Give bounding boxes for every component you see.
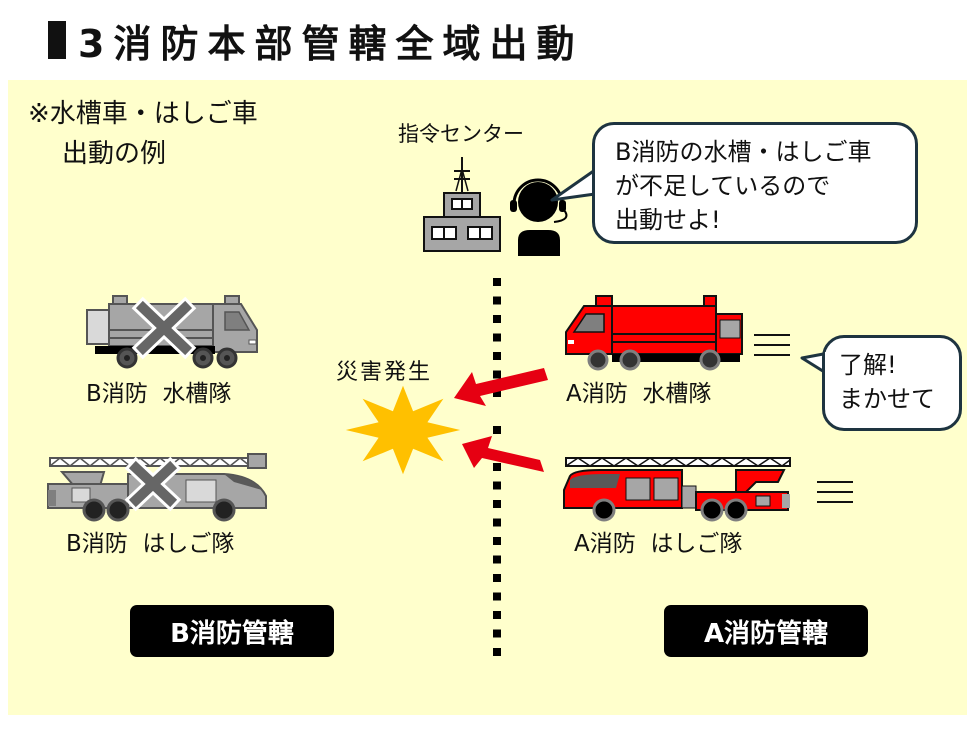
- a-water-tanker-truck-icon: [565, 295, 743, 371]
- unavailable-x-icon: [131, 296, 197, 360]
- b-water-tanker-truck-icon: [86, 295, 258, 369]
- command-center-label: 指令センター: [398, 122, 524, 146]
- divider-dot: [493, 611, 501, 619]
- page-title: 3消防本部管轄全域出動: [48, 14, 583, 66]
- dispatch-arrow-upper: [454, 368, 548, 406]
- divider-dot: [493, 574, 501, 582]
- divider-dot: [493, 648, 501, 656]
- bubble-tail-joint: [595, 176, 605, 206]
- b-water-tanker-label: B消防 水槽隊: [86, 381, 232, 407]
- title-text: 3消防本部管轄全域出動: [78, 21, 584, 66]
- divider-dot: [493, 296, 501, 305]
- divider-dot: [493, 537, 501, 545]
- b-ladder-label: B消防 はしご隊: [66, 531, 235, 557]
- example-note: ※水槽車・はしご車 出動の例: [28, 94, 258, 174]
- note-line-1: ※水槽車・はしご車: [28, 99, 258, 129]
- title-bullet-icon: [48, 21, 66, 59]
- a-water-tanker-label: A消防 水槽隊: [566, 381, 712, 407]
- disaster-label: 災害発生: [336, 360, 433, 385]
- divider-dot: [493, 481, 501, 490]
- divider-dot: [493, 555, 501, 564]
- divider-dot: [493, 352, 501, 360]
- divider-dot: [493, 370, 501, 379]
- motion-lines-icon: [817, 481, 853, 503]
- speech-line-2: が不足しているので: [615, 172, 831, 200]
- motion-lines-icon: [754, 334, 790, 356]
- disaster-starburst-icon: [345, 385, 461, 475]
- reply-tail-joint: [825, 352, 833, 376]
- divider-dot: [493, 389, 501, 397]
- divider-dot: [493, 629, 501, 638]
- reply-line-2: まかせて: [839, 385, 935, 413]
- jurisdiction-divider-line: [493, 278, 501, 656]
- speech-line-3: 出動せよ!: [615, 206, 721, 234]
- note-line-2: 出動の例: [62, 139, 167, 169]
- divider-dot: [493, 518, 501, 527]
- reply-speech-bubble: 了解! まかせて: [822, 335, 962, 431]
- command-speech-bubble: B消防の水槽・はしご車 が不足しているので 出動せよ!: [592, 122, 918, 244]
- speech-line-1: B消防の水槽・はしご車: [615, 138, 872, 166]
- divider-dot: [493, 278, 501, 286]
- a-jurisdiction-badge: A消防管轄: [664, 605, 868, 657]
- divider-dot: [493, 333, 501, 342]
- dispatch-arrow-lower: [462, 436, 544, 472]
- unavailable-x-icon: [124, 456, 182, 512]
- operator-headset-icon: [510, 178, 568, 256]
- b-jurisdiction-badge: B消防管轄: [130, 605, 334, 657]
- reply-line-1: 了解!: [839, 351, 897, 379]
- b-ladder-truck-icon: [47, 453, 267, 522]
- command-center-building-icon: [423, 157, 501, 252]
- a-ladder-truck-icon: [563, 457, 791, 522]
- divider-dot: [493, 592, 501, 601]
- a-ladder-label: A消防 はしご隊: [574, 531, 743, 557]
- divider-dot: [493, 463, 501, 471]
- divider-dot: [493, 315, 501, 323]
- divider-dot: [493, 426, 501, 434]
- divider-dot: [493, 500, 501, 508]
